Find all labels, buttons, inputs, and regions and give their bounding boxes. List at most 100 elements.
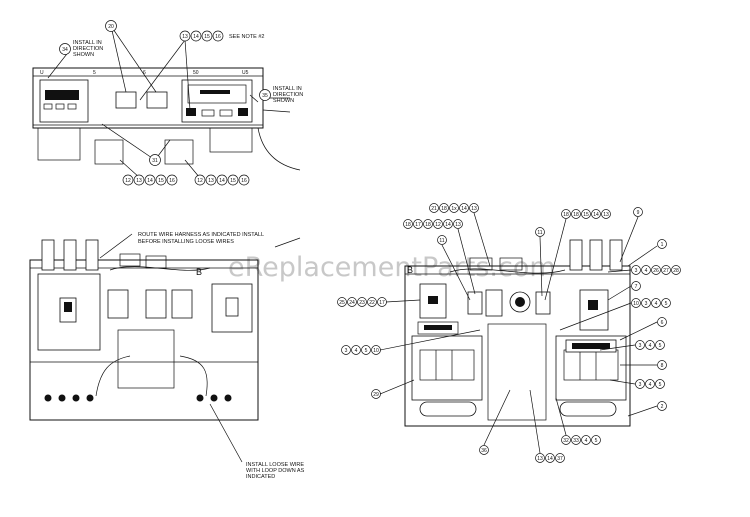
receptacle-block <box>115 91 137 109</box>
callout: 15 <box>158 178 164 184</box>
callout: 13 <box>471 206 477 212</box>
terminal-lug <box>41 239 55 271</box>
callout-31: 31 <box>152 158 158 164</box>
slot <box>419 401 477 417</box>
callout: 16 <box>215 34 221 40</box>
note-route: BEFORE INSTALLING LOOSE WIRES <box>138 239 234 245</box>
wire-hole <box>86 394 94 402</box>
callout: 15 <box>204 34 210 40</box>
callout: 26 <box>653 268 659 274</box>
top-panel: U 5 6 50 U5 <box>32 25 301 179</box>
callout: 4 <box>649 343 652 349</box>
callout-11: 11 <box>537 230 542 236</box>
callout: 3 <box>639 382 642 388</box>
letter-b: B <box>407 265 413 275</box>
callout: 5 <box>665 301 668 307</box>
outlet-bank-left <box>411 335 483 401</box>
note-install: INSTALL IN <box>273 86 302 92</box>
note-install: DIRECTION <box>273 92 303 98</box>
callout: 16 <box>169 178 175 184</box>
note-loose-wire: INSTALL LOOSE WIRE <box>246 462 304 468</box>
underside-box <box>164 139 194 165</box>
main-breaker <box>579 289 609 331</box>
callout: 3 <box>645 301 648 307</box>
watermark: eReplacementParts.com <box>228 252 556 283</box>
callout: 14 <box>547 456 553 462</box>
switch <box>467 291 483 315</box>
callout: 18 <box>563 212 569 218</box>
wire-hole <box>44 394 52 402</box>
callout-6: 6 <box>661 320 664 326</box>
wire-hole <box>224 394 232 402</box>
callout: 14 <box>193 34 199 40</box>
right-leaders <box>379 212 658 454</box>
tick-label: U <box>40 70 44 76</box>
callout: 15 <box>583 212 589 218</box>
wire-hole <box>210 394 218 402</box>
underside-box <box>37 127 81 161</box>
callout: 17 <box>415 222 421 228</box>
callout: 13 <box>182 34 188 40</box>
note-install: INSTALL IN <box>73 40 102 46</box>
note-loose-wire: WITH LOOP DOWN AS <box>246 468 305 474</box>
callout: 10 <box>633 301 639 307</box>
callout: 5 <box>595 438 598 444</box>
callout: 5 <box>659 382 662 388</box>
wire-hole <box>72 394 80 402</box>
callout-1: 1 <box>661 242 664 248</box>
terminal-lug <box>569 239 583 271</box>
callout: 16 <box>241 178 247 184</box>
switch <box>535 291 551 315</box>
wire-hole <box>58 394 66 402</box>
slot <box>559 401 617 417</box>
callout-8: 8 <box>661 363 664 369</box>
tick-label: 5 <box>93 70 96 76</box>
callout: 14 <box>147 178 153 184</box>
callout-11: 11 <box>439 238 444 244</box>
callout: 4 <box>585 438 588 444</box>
callout-9: 9 <box>637 210 640 216</box>
receptacle <box>107 289 129 319</box>
note-see: SEE NOTE #2 <box>229 34 264 40</box>
callout-34: 34 <box>62 47 68 53</box>
note-install: SHOWN <box>73 52 94 58</box>
wire-hole <box>196 394 204 402</box>
callout: 28 <box>673 268 679 274</box>
callout: 15 <box>230 178 236 184</box>
callout: 18 <box>405 222 411 228</box>
terminal-lug <box>589 239 603 271</box>
callout: 1x <box>451 206 457 212</box>
callout: 22 <box>369 300 375 306</box>
callout: 4 <box>655 301 658 307</box>
receptacle <box>485 289 503 317</box>
receptacle <box>145 289 167 319</box>
callout: 4 <box>649 382 652 388</box>
terminal-lug <box>63 239 77 271</box>
underside-box <box>209 127 253 153</box>
callout: 12 <box>197 178 203 184</box>
callout: 24 <box>349 300 355 306</box>
callout: 4 <box>645 268 648 274</box>
tick-label: 6 <box>143 70 146 76</box>
callout: 32 <box>563 438 569 444</box>
callout: 18 <box>425 222 431 228</box>
callout-29: 29 <box>373 392 379 398</box>
callout: 14 <box>445 222 451 228</box>
left-lower-panel: B <box>29 233 301 463</box>
callout: 27 <box>663 268 669 274</box>
callout: 13 <box>603 212 609 218</box>
callout: 12 <box>125 178 131 184</box>
note-loose-wire: INDICATED <box>246 474 275 480</box>
callout: 14 <box>461 206 467 212</box>
callout-35: 35 <box>262 93 268 99</box>
terminal-lug <box>85 239 99 271</box>
note-route: ROUTE WIRE HARNESS AS INDICATED INSTALL <box>138 232 264 238</box>
callout: 21 <box>431 206 437 212</box>
callout: 13 <box>136 178 142 184</box>
tick-label: 50 <box>193 70 199 76</box>
meter-display <box>39 79 89 123</box>
callout: 25 <box>339 300 345 306</box>
note-install: DIRECTION <box>73 46 103 52</box>
callout: 5 <box>365 348 368 354</box>
callout: 37 <box>557 456 563 462</box>
